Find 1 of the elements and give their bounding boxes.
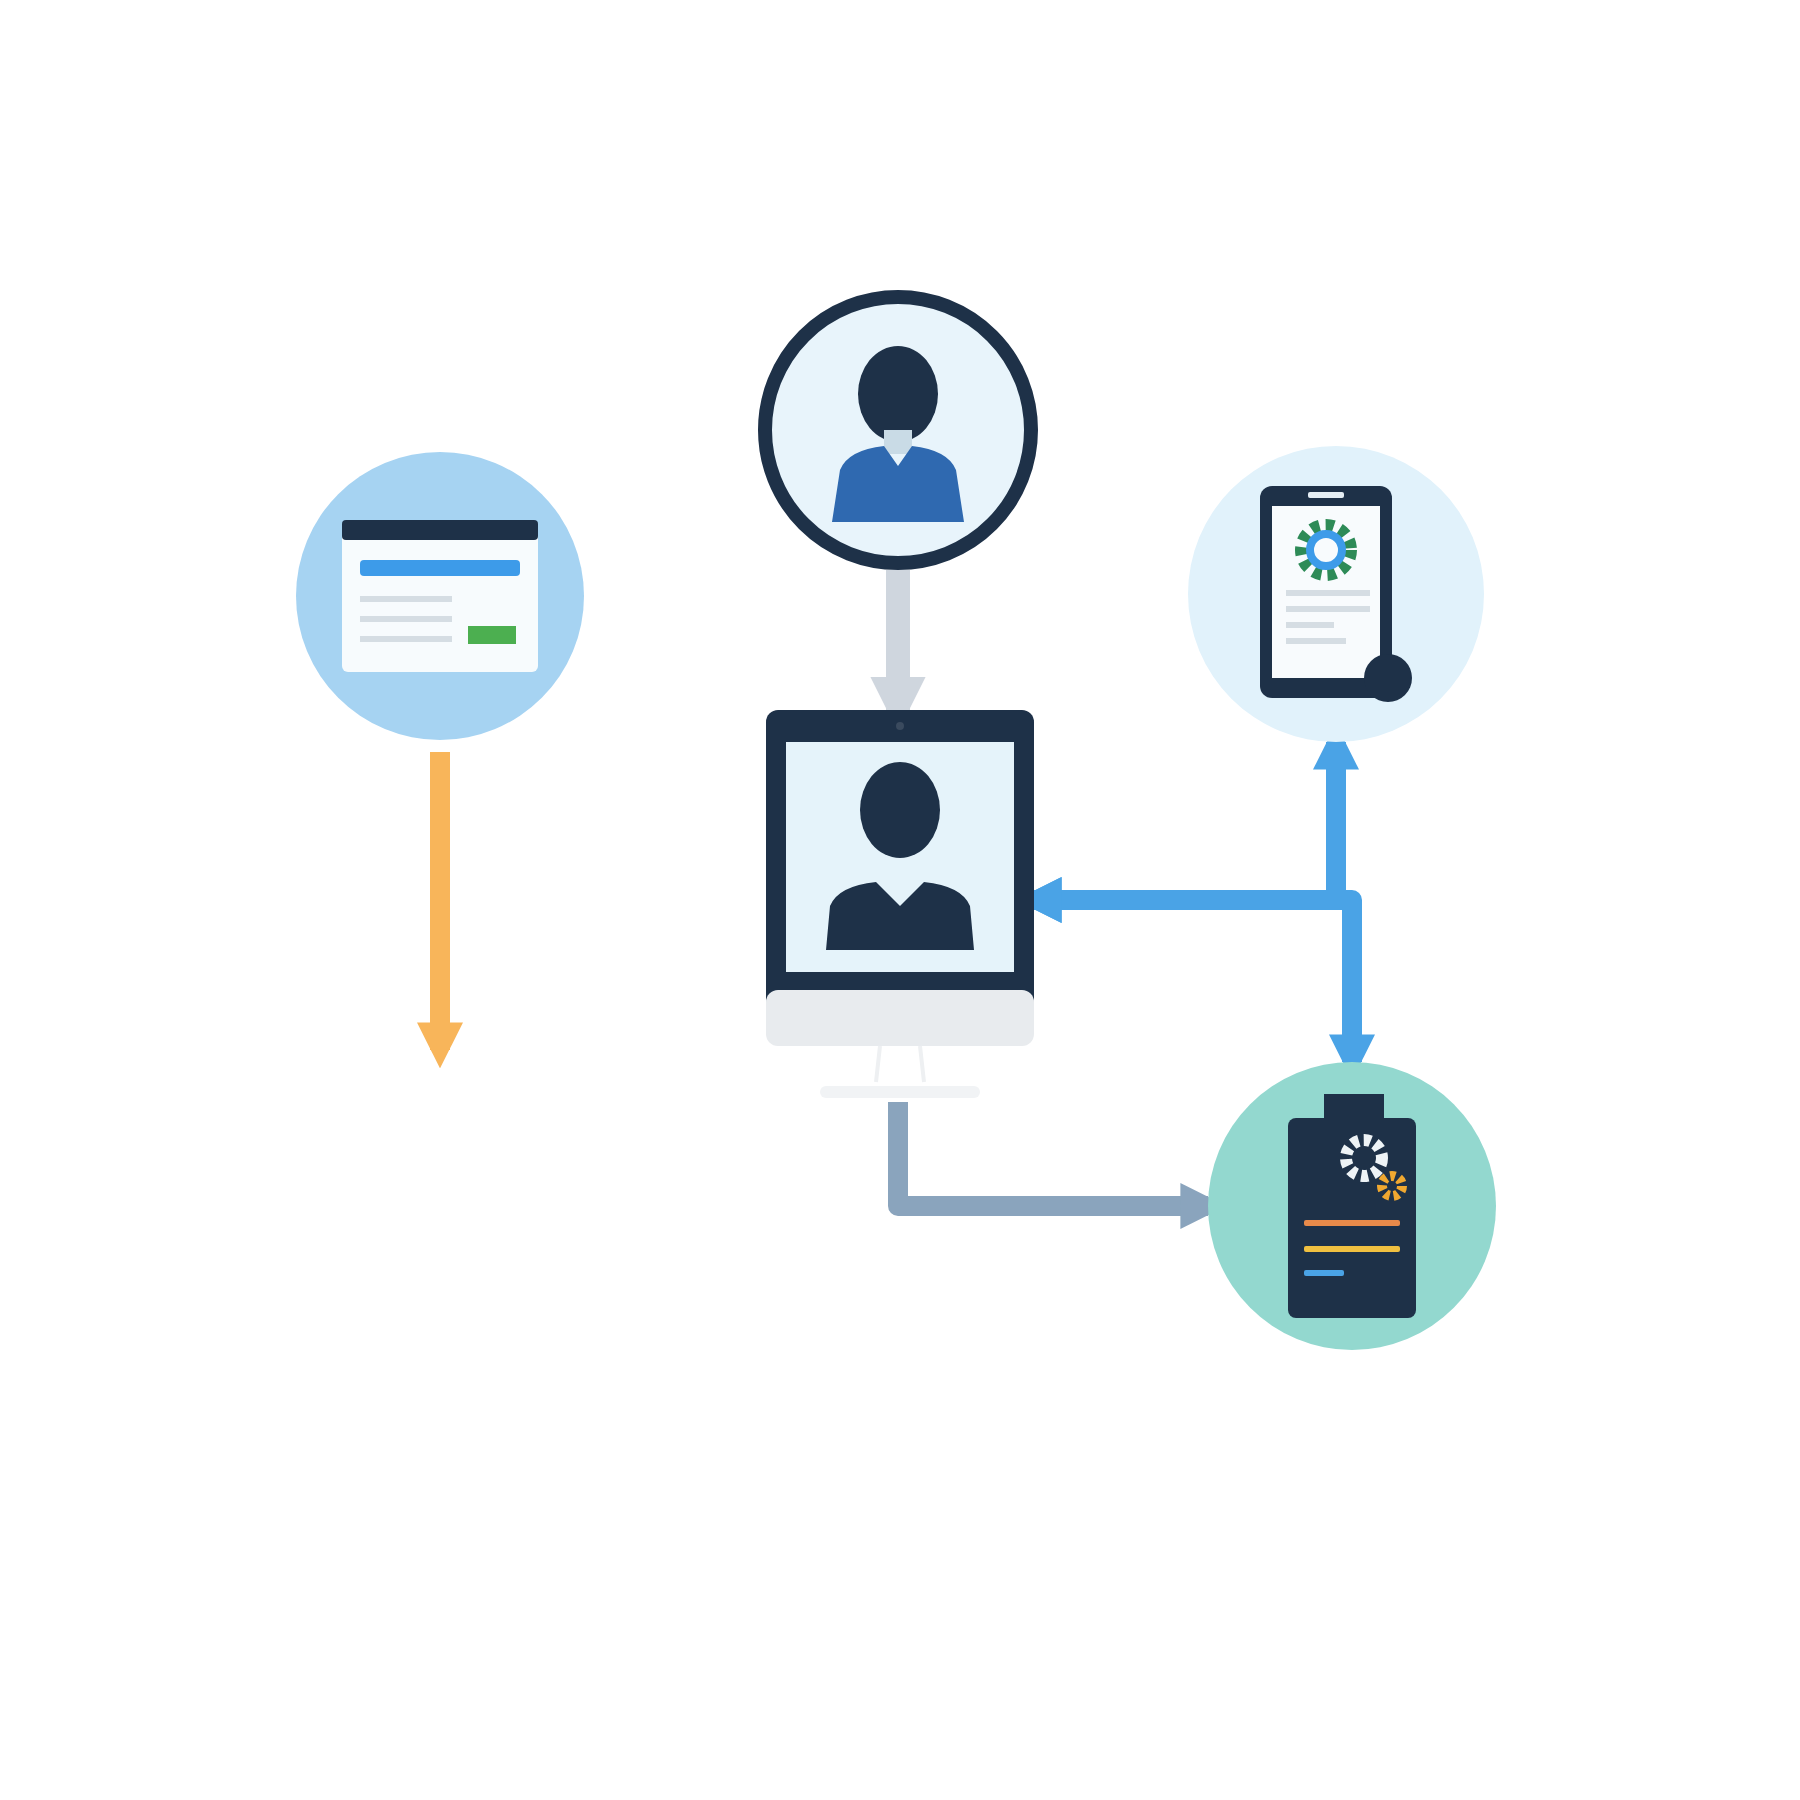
arrow	[417, 752, 463, 1069]
